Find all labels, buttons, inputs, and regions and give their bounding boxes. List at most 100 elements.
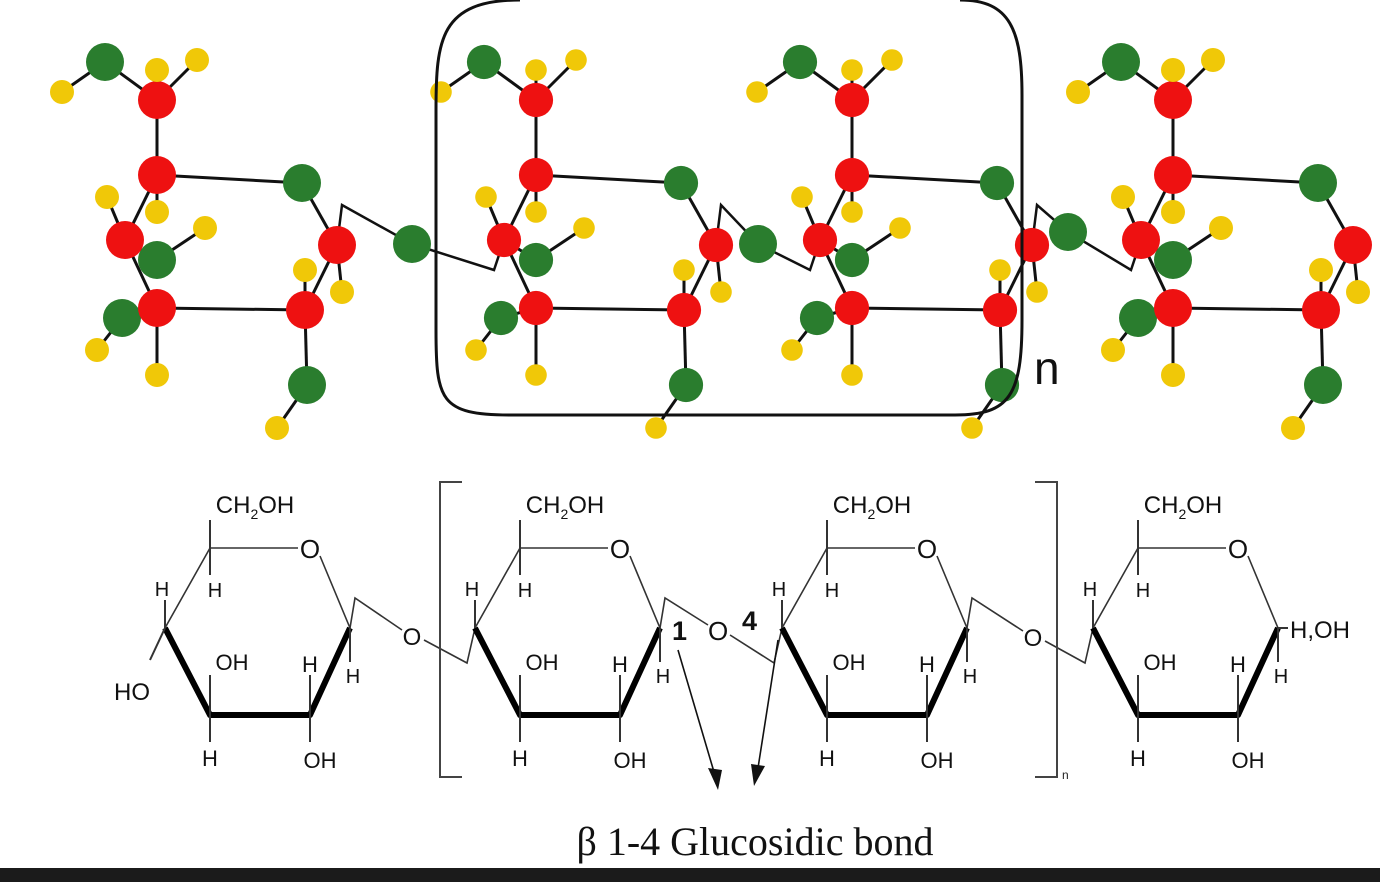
oxygen-atom [1102, 43, 1140, 81]
hydrogen-atom [746, 81, 768, 103]
bond-line [156, 173, 303, 185]
carbon-atom [834, 157, 870, 193]
carbon-atom [318, 226, 356, 264]
hydroxyl-label: OH [1144, 650, 1177, 675]
hydrogen-label: H [208, 580, 222, 602]
ch2oh-label: CH2OH [216, 492, 294, 522]
hydrogen-atom [1066, 80, 1090, 104]
oxygen-atom [288, 366, 326, 404]
oxygen-atom [518, 242, 554, 278]
hydroxyl-label: OH [526, 650, 559, 675]
hydrogen-atom [645, 417, 667, 439]
hydrogen-label: H [465, 579, 479, 601]
bond-line [1172, 173, 1319, 185]
figure-caption: β 1-4 Glucosidic bond [576, 819, 934, 864]
hydrogen-atom [710, 281, 732, 303]
arrowhead-left [708, 768, 722, 790]
bridge-oxygen-atom [393, 225, 431, 263]
carbon-atom [834, 290, 870, 326]
hydrogen-atom [841, 364, 863, 386]
ring-back-edge [629, 555, 661, 629]
ring-back-edge [474, 547, 608, 629]
hydrogen-label: H [919, 652, 935, 677]
hydrogen-label: H [612, 652, 628, 677]
arrow-shaft-right [757, 639, 779, 769]
hydrogen-label: H [1083, 579, 1097, 601]
haworth-left-bracket [439, 481, 462, 778]
ring-front-edge [472, 626, 663, 718]
hydroxyl-label: OH [833, 650, 866, 675]
hydrogen-atom [1161, 363, 1185, 387]
hydrogen-atom [989, 259, 1011, 281]
anomeric-label: H,OH [1290, 617, 1350, 644]
bond-line [1172, 306, 1322, 312]
hydroxyl-label: OH [614, 748, 647, 773]
ring-back-edge [936, 555, 968, 629]
hydrogen-atom [95, 185, 119, 209]
carbon-atom [486, 222, 522, 258]
hydrogen-atom [525, 59, 547, 81]
haworth-repeat-subscript: n [1062, 768, 1069, 782]
hydrogen-atom [673, 259, 695, 281]
hydrogen-label: H [518, 580, 532, 602]
hydrogen-atom [145, 363, 169, 387]
ring-back-edge [164, 547, 298, 629]
haworth-projection: OCH2OHHHOHHHOHHHOOCH2OHHHOHHHOHHOCH2OHHH… [114, 492, 1350, 773]
oxygen-atom [1304, 366, 1342, 404]
hydroxyl-label: OH [921, 748, 954, 773]
hydrogen-atom [525, 364, 547, 386]
ch2oh-label: CH2OH [833, 492, 911, 522]
ring-back-edge [1247, 555, 1279, 629]
bond-label-carbon-1: 1 [672, 616, 687, 646]
carbon-atom [1154, 156, 1192, 194]
bond-line [851, 173, 998, 185]
ch2oh-label: CH2OH [1144, 492, 1222, 522]
bridge-oxygen-atom [1049, 213, 1087, 251]
ring-front-edge [1090, 626, 1281, 718]
bond-label-carbon-4: 4 [742, 606, 757, 636]
hydrogen-atom [573, 217, 595, 239]
hydrogen-atom [475, 186, 497, 208]
hydrogen-atom [841, 201, 863, 223]
hydrogen-atom [1209, 216, 1233, 240]
repeat-count-label: n [1034, 342, 1060, 394]
hydrogen-atom [565, 49, 587, 71]
hydrogen-atom [1201, 48, 1225, 72]
link-oxygen-label: O [1024, 625, 1043, 652]
arrowhead-right [751, 764, 765, 786]
ring-oxygen-label: O [1228, 534, 1248, 564]
glucosidic-bond-labels: 1 O 4 [672, 606, 779, 790]
carbon-atom [982, 292, 1018, 328]
oxygen-atom [663, 165, 699, 201]
hydrogen-atom [430, 81, 452, 103]
carbon-atom [138, 289, 176, 327]
carbon-atom [518, 290, 554, 326]
carbon-atom [138, 81, 176, 119]
hydrogen-atom [1309, 258, 1333, 282]
glycosidic-link [349, 596, 403, 631]
carbon-atom [698, 227, 734, 263]
oxygen-atom [668, 367, 704, 403]
hydrogen-atom [50, 80, 74, 104]
hydrogen-atom [293, 258, 317, 282]
hydrogen-atom [185, 48, 209, 72]
hydrogen-atom [961, 417, 983, 439]
oxygen-atom [799, 300, 835, 336]
bridge-oxygen-atom [739, 225, 777, 263]
hydrogen-atom [1026, 281, 1048, 303]
arrow-shaft-left [677, 649, 715, 773]
carbon-atom [1122, 221, 1160, 259]
carbon-atom [106, 221, 144, 259]
repeat-unit-bracket [434, 0, 1024, 417]
hydrogen-atom [889, 217, 911, 239]
hydrogen-label: H [512, 746, 528, 771]
hydrogen-label: H [346, 666, 360, 688]
hydrogen-atom [1161, 200, 1185, 224]
hydrogen-label: H [1130, 746, 1146, 771]
hydrogen-label: H [1136, 580, 1150, 602]
haworth-right-bracket [1035, 481, 1058, 778]
hydrogen-label: H [825, 580, 839, 602]
ring-back-edge [781, 547, 915, 629]
